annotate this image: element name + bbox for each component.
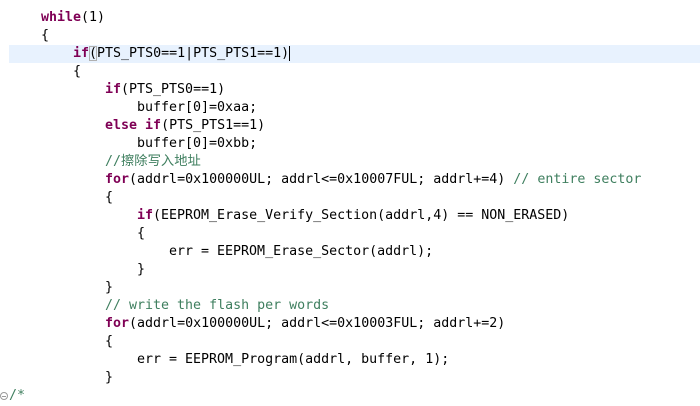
code-token: } <box>137 262 146 277</box>
code-line[interactable]: { <box>9 189 700 207</box>
keyword-token: if <box>145 118 162 133</box>
keyword-token: for <box>105 316 130 331</box>
text-cursor <box>289 45 291 61</box>
code-line[interactable]: } <box>9 279 700 297</box>
code-token: err = EEPROM_Erase_Sector(addrl); <box>169 244 434 259</box>
matching-bracket: ( <box>89 46 98 61</box>
code-text: err = EEPROM_Erase_Sector(addrl); <box>169 243 433 261</box>
code-text: if(EEPROM_Erase_Verify_Section(addrl,4) … <box>137 207 569 225</box>
code-token: (1) <box>81 10 106 25</box>
current-code-line[interactable]: if(PTS_PTS0==1|PTS_PTS1==1) <box>9 45 700 63</box>
code-line[interactable]: buffer[0]=0xbb; <box>9 135 700 153</box>
code-text: buffer[0]=0xaa; <box>137 99 257 117</box>
code-text: { <box>137 225 145 243</box>
code-line[interactable]: else if(PTS_PTS1==1) <box>9 117 700 135</box>
code-text: if(PTS_PTS0==1) <box>105 81 225 99</box>
code-line[interactable]: for(addrl=0x100000UL; addrl<=0x10007FUL;… <box>9 171 700 189</box>
comment-token: // write the flash per words <box>105 298 330 313</box>
keyword-token: for <box>105 172 130 187</box>
code-text: buffer[0]=0xbb; <box>137 135 257 153</box>
code-line[interactable]: { <box>9 63 700 81</box>
keyword-token: if <box>105 82 122 97</box>
code-text: { <box>73 63 81 81</box>
code-line[interactable]: err = EEPROM_Program(addrl, buffer, 1); <box>9 351 700 369</box>
code-text: { <box>105 189 113 207</box>
code-text: } <box>105 279 113 297</box>
code-token: { <box>41 28 50 43</box>
code-text: err = EEPROM_Program(addrl, buffer, 1); <box>137 351 449 369</box>
code-token: (EEPROM_Erase_Verify_Section(addrl,4) ==… <box>153 208 570 223</box>
code-text: if(PTS_PTS0==1|PTS_PTS1==1) <box>73 45 291 63</box>
code-token: { <box>105 334 114 349</box>
code-token: buffer[0]=0xbb; <box>137 136 258 151</box>
code-line[interactable]: } <box>9 261 700 279</box>
code-token: err = EEPROM_Program(addrl, buffer, 1); <box>137 352 450 367</box>
code-line[interactable]: { <box>9 225 700 243</box>
code-line[interactable]: if(EEPROM_Erase_Verify_Section(addrl,4) … <box>9 207 700 225</box>
keyword-token: while <box>41 10 82 25</box>
code-line[interactable]: buffer[0]=0xaa; <box>9 99 700 117</box>
code-line[interactable]: //擦除写入地址 <box>9 153 700 171</box>
code-text: } <box>137 261 145 279</box>
code-line[interactable]: /* <box>0 387 700 405</box>
code-text: else if(PTS_PTS1==1) <box>105 117 265 135</box>
code-line[interactable]: // write the flash per words <box>9 297 700 315</box>
comment-token: /* <box>9 388 26 403</box>
code-token: } <box>105 370 114 385</box>
code-token: PTS_PTS0==1|PTS_PTS1==1) <box>97 46 290 61</box>
comment-token: //擦除写入地址 <box>105 154 201 169</box>
code-line[interactable]: } <box>9 369 700 387</box>
code-text: for(addrl=0x100000UL; addrl<=0x10003FUL;… <box>105 315 505 333</box>
comment-token: // entire sector <box>513 172 642 187</box>
code-line[interactable]: { <box>9 27 700 45</box>
code-line[interactable]: while(1) <box>9 9 700 27</box>
code-token: buffer[0]=0xaa; <box>137 100 258 115</box>
code-token: (PTS_PTS0==1) <box>121 82 226 97</box>
fold-collapse-icon[interactable] <box>0 392 8 400</box>
code-line[interactable]: if(PTS_PTS0==1) <box>9 81 700 99</box>
code-token: (addrl=0x100000UL; addrl<=0x10007FUL; ad… <box>129 172 514 187</box>
code-token: (addrl=0x100000UL; addrl<=0x10003FUL; ad… <box>129 316 506 331</box>
code-text: while(1) <box>41 9 105 27</box>
code-token: { <box>73 64 82 79</box>
keyword-token: if <box>137 208 154 223</box>
keyword-token: else <box>105 118 138 133</box>
code-token: { <box>137 226 146 241</box>
code-line[interactable]: { <box>9 333 700 351</box>
code-text: // write the flash per words <box>105 297 329 315</box>
code-text: for(addrl=0x100000UL; addrl<=0x10007FUL;… <box>105 171 641 189</box>
code-text: /* <box>9 387 25 405</box>
code-token <box>137 118 145 133</box>
code-line[interactable]: for(addrl=0x100000UL; addrl<=0x10003FUL;… <box>9 315 700 333</box>
code-token: } <box>105 280 114 295</box>
keyword-token: if <box>73 46 90 61</box>
code-text: } <box>105 369 113 387</box>
code-line[interactable]: err = EEPROM_Erase_Sector(addrl); <box>9 243 700 261</box>
code-token: (PTS_PTS1==1) <box>161 118 266 133</box>
code-text: //擦除写入地址 <box>105 153 201 171</box>
code-token: { <box>105 190 114 205</box>
code-text: { <box>105 333 113 351</box>
code-text: { <box>41 27 49 45</box>
